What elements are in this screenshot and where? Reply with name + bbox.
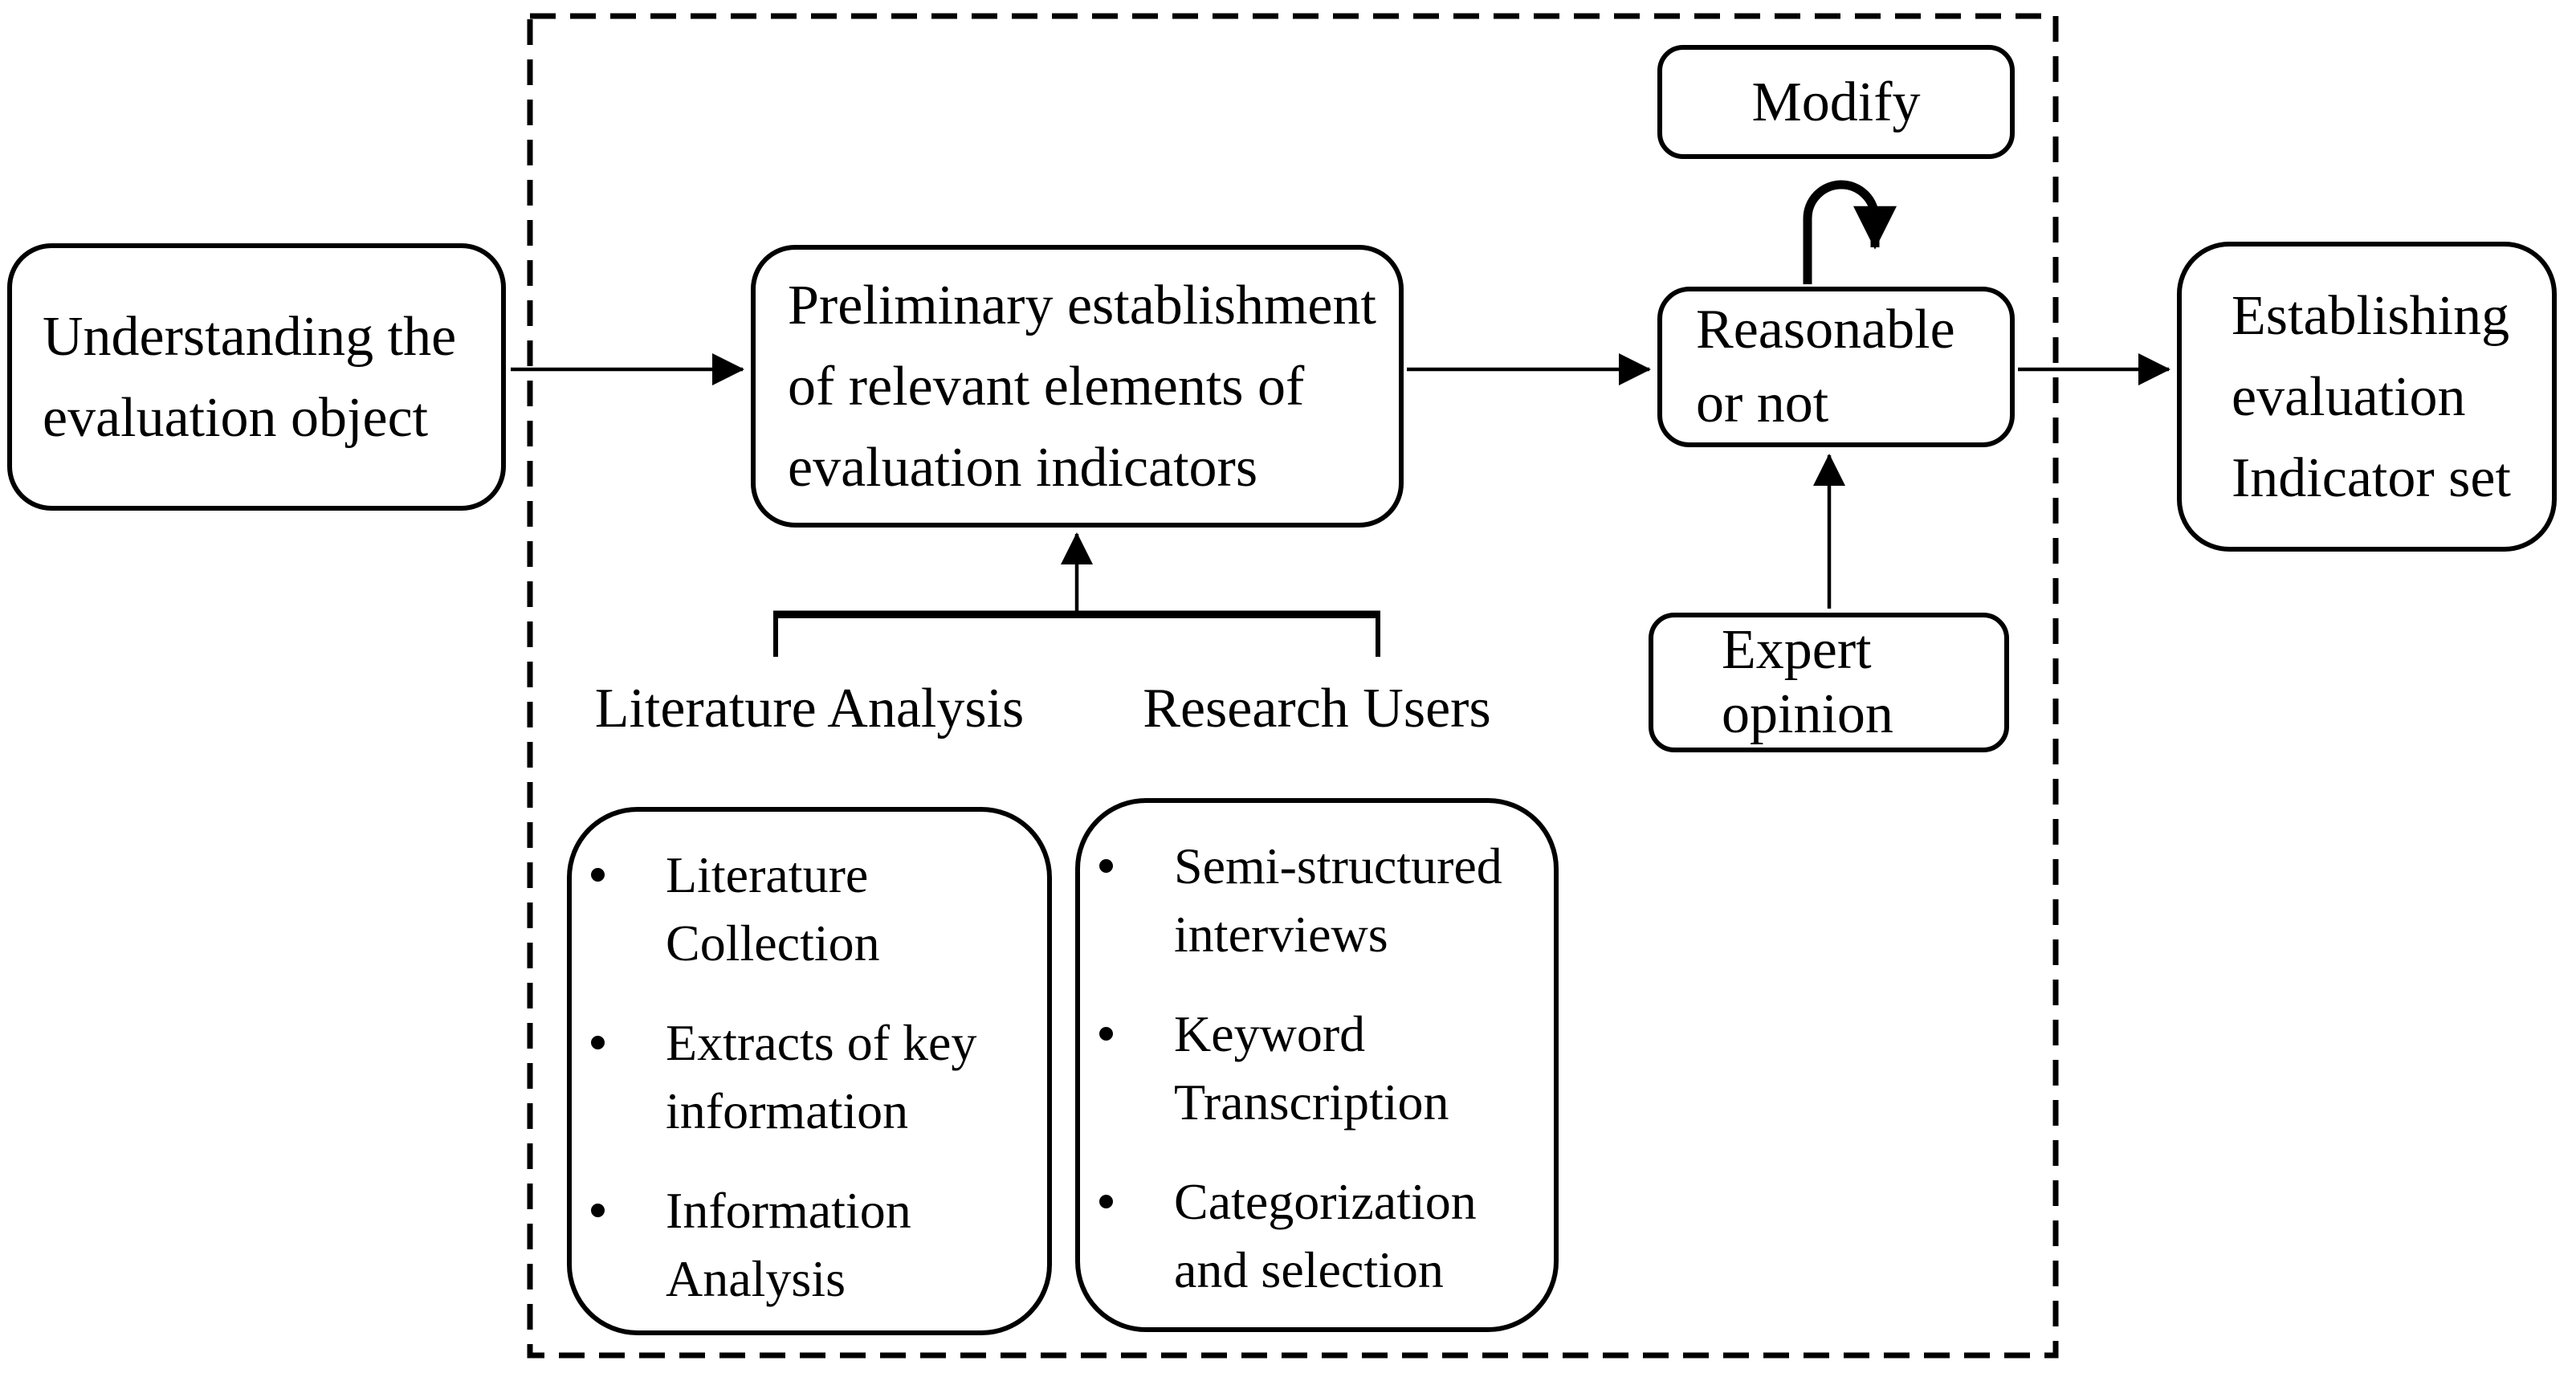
node-understanding-label: Understanding the evaluation object <box>43 305 457 449</box>
list-item-text: Literature Collection <box>666 846 880 972</box>
node-modify-label: Modify <box>1751 71 1921 133</box>
bullet-icon <box>1099 1027 1113 1041</box>
node-expert-opinion: Expert opinion <box>1649 613 2009 752</box>
modify-loop-arrow <box>1803 180 1897 284</box>
node-preliminary-establishment: Preliminary establishment of relevant el… <box>751 245 1404 528</box>
research-users-list: Semi-structured interviews Keyword Trans… <box>1075 798 1559 1332</box>
list-item: Keyword Transcription <box>1099 1000 1546 1136</box>
label-research-users: Research Users <box>1143 678 1491 739</box>
node-reasonable-label: Reasonable or not <box>1696 299 1955 434</box>
list-item-text: Information Analysis <box>666 1182 911 1307</box>
list-item-text: Categorization and selection <box>1174 1173 1477 1298</box>
bullet-icon <box>1099 1195 1113 1208</box>
node-preliminary-label: Preliminary establishment of relevant el… <box>788 274 1376 499</box>
list-item-text: Extracts of key information <box>666 1014 977 1139</box>
literature-analysis-list: Literature Collection Extracts of key in… <box>567 807 1052 1335</box>
dashed-boundary <box>527 13 2059 1359</box>
list-item: Literature Collection <box>591 841 1039 977</box>
bullet-icon <box>1099 859 1113 873</box>
bullet-icon <box>591 868 605 882</box>
node-establishing-label: Establishing evaluation Indicator set <box>2232 284 2511 509</box>
bullet-icon <box>591 1204 605 1217</box>
node-expert-label: Expert opinion <box>1722 619 1893 745</box>
list-item: Semi-structured interviews <box>1099 832 1546 968</box>
bullet-icon <box>591 1036 605 1049</box>
list-item-text: Keyword Transcription <box>1174 1005 1449 1131</box>
list-item: Categorization and selection <box>1099 1167 1546 1304</box>
node-modify: Modify <box>1657 45 2015 159</box>
list-item-text: Semi-structured interviews <box>1174 837 1502 963</box>
bracket-connector <box>773 613 1380 657</box>
list-item: Extracts of key information <box>591 1008 1039 1145</box>
label-literature-analysis: Literature Analysis <box>594 678 1025 739</box>
node-understanding-evaluation-object: Understanding the evaluation object <box>7 243 506 511</box>
node-establishing-indicator-set: Establishing evaluation Indicator set <box>2177 242 2557 552</box>
list-item: Information Analysis <box>591 1176 1039 1313</box>
node-reasonable-or-not: Reasonable or not <box>1657 287 2015 447</box>
